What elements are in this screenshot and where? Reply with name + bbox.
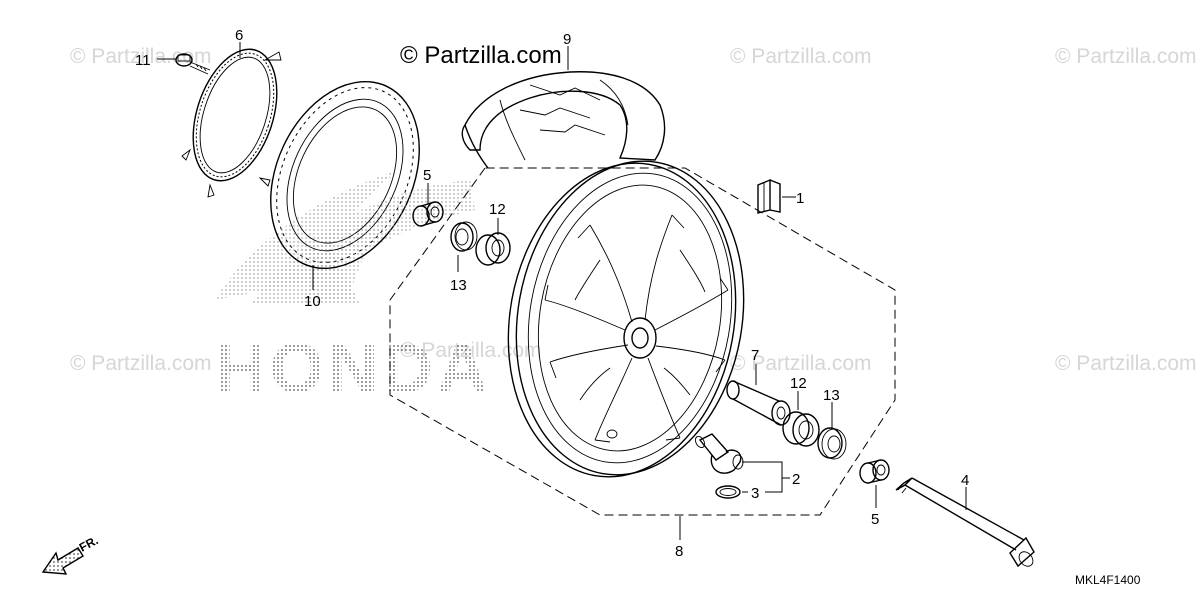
watermark-text: © Partzilla.com: [1055, 352, 1197, 375]
callout-1: 1: [796, 190, 804, 207]
dust-seal-part: [450, 221, 478, 252]
collar-part: [859, 459, 890, 484]
bearing-part: [782, 411, 820, 447]
callout-13: 13: [823, 387, 840, 404]
callout-5: 5: [423, 167, 431, 184]
callout-4: 4: [961, 472, 969, 489]
bearing-part: [475, 232, 511, 266]
watermark-text-dark: © Partzilla.com: [400, 42, 562, 69]
watermark-text: © Partzilla.com: [730, 352, 872, 375]
wheel-part: [507, 160, 745, 478]
callout-12: 12: [790, 375, 807, 392]
callout-7: 7: [751, 347, 759, 364]
assembly-outline: [389, 167, 896, 516]
leader-lines: [157, 42, 967, 540]
callout-6: 6: [235, 27, 243, 44]
callout-13: 13: [450, 277, 467, 294]
pulser-ring-part: [181, 48, 282, 198]
bolt-part: [175, 53, 211, 75]
callout-2: 2: [792, 471, 800, 488]
collar-part: [412, 201, 444, 227]
distance-collar-part: [726, 380, 791, 426]
watermark-text: © Partzilla.com: [70, 352, 212, 375]
logo-text: HONDA: [215, 329, 492, 407]
watermark-text: © Partzilla.com: [400, 339, 542, 362]
dust-seal-part: [817, 427, 847, 460]
callout-12: 12: [489, 201, 506, 218]
valve-part: [694, 433, 744, 474]
callout-5: 5: [871, 511, 879, 528]
watermark-text: © Partzilla.com: [1055, 45, 1197, 68]
balance-weight-part: [757, 178, 781, 214]
callout-10: 10: [304, 293, 321, 310]
diagram-code: MKL4F1400: [1075, 573, 1141, 587]
watermarks: © Partzilla.com © Partzilla.com © Partzi…: [70, 42, 1197, 375]
direction-arrow-icon: FR.: [41, 533, 100, 575]
o-ring-part: [715, 485, 741, 499]
callout-9: 9: [563, 31, 571, 48]
callout-8: 8: [675, 543, 683, 560]
callout-3: 3: [751, 485, 759, 502]
tire-part: [461, 71, 666, 169]
callout-11: 11: [135, 52, 151, 69]
axle-part: [895, 477, 1035, 568]
watermark-text: © Partzilla.com: [730, 45, 872, 68]
callouts: 1 2 3 4 5 5 6 7 8 9 10 11 12 12 13 13: [135, 27, 969, 560]
